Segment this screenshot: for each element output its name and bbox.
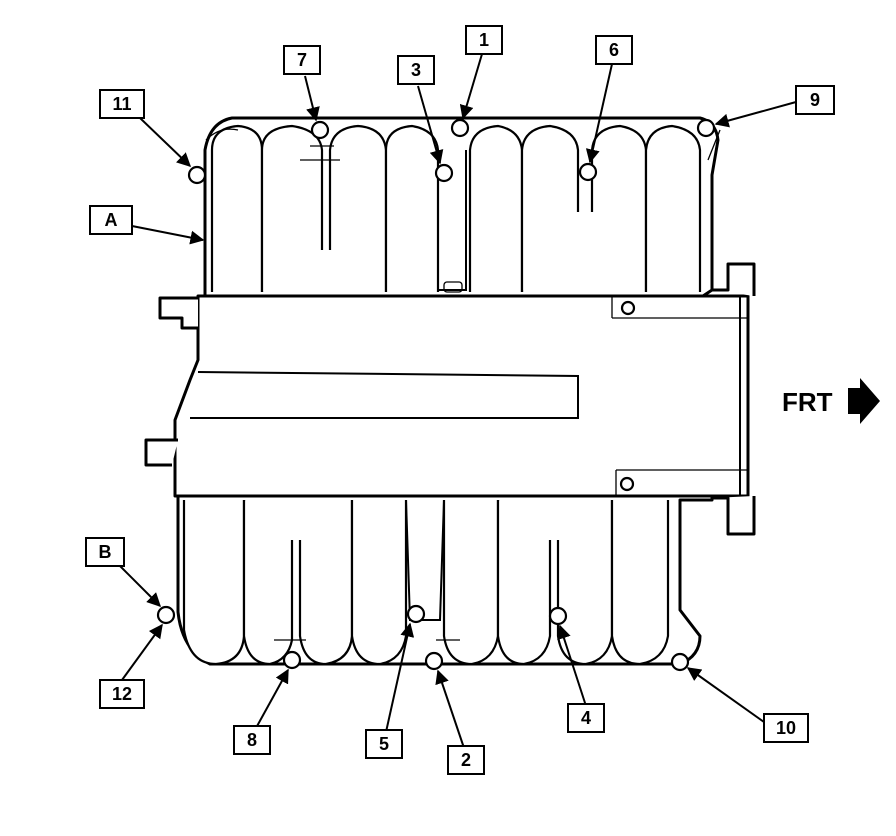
svg-text:12: 12	[112, 684, 132, 704]
upper-runner-section	[203, 116, 721, 300]
callout-1: 1	[465, 25, 503, 55]
callout-3: 3	[397, 55, 435, 85]
svg-text:5: 5	[379, 734, 389, 754]
bolt-hole-1	[450, 118, 470, 138]
front-direction-indicator: FRT	[782, 378, 880, 424]
svg-text:2: 2	[461, 750, 471, 770]
bolt-hole-9	[696, 118, 716, 138]
callout-B: B	[85, 537, 125, 567]
frt-label: FRT	[782, 387, 833, 417]
svg-text:6: 6	[609, 40, 619, 60]
bolt-hole-8	[282, 650, 302, 670]
arrow-right-icon	[848, 378, 880, 424]
bolt-hole-12	[156, 605, 176, 625]
svg-text:3: 3	[411, 60, 421, 80]
svg-text:1: 1	[479, 30, 489, 50]
callout-7: 7	[283, 45, 321, 75]
bolt-hole-6	[578, 162, 598, 182]
svg-text:B: B	[99, 542, 112, 562]
bolt-hole-5	[406, 604, 426, 624]
callout-10: 10	[763, 713, 809, 743]
svg-text:9: 9	[810, 90, 820, 110]
bolt-hole-11	[187, 165, 207, 185]
svg-text:10: 10	[776, 718, 796, 738]
callout-6: 6	[595, 35, 633, 65]
callout-A: A	[89, 205, 133, 235]
leader-lines	[119, 53, 797, 749]
svg-text:4: 4	[581, 708, 591, 728]
svg-text:11: 11	[112, 94, 131, 114]
svg-text:7: 7	[297, 50, 307, 70]
callout-9: 9	[795, 85, 835, 115]
callout-12: 12	[99, 679, 145, 709]
bolt-holes	[156, 118, 716, 672]
callout-4: 4	[567, 703, 605, 733]
callout-5: 5	[365, 729, 403, 759]
bolt-hole-2	[424, 651, 444, 671]
plenum-body	[144, 262, 756, 536]
bolt-hole-10	[670, 652, 690, 672]
callout-8: 8	[233, 725, 271, 755]
callout-2: 2	[447, 745, 485, 775]
svg-text:A: A	[105, 210, 118, 230]
bolt-hole-4	[548, 606, 568, 626]
bolt-hole-7	[310, 120, 330, 140]
svg-text:8: 8	[247, 730, 257, 750]
callout-11: 11	[99, 89, 145, 119]
lower-runner-section	[176, 494, 714, 666]
bolt-hole-3	[434, 163, 454, 183]
